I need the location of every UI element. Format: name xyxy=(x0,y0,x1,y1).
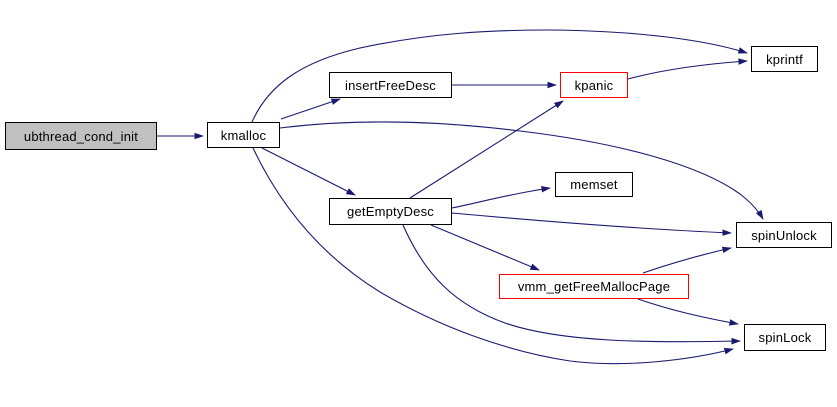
node-kprintf[interactable]: kprintf xyxy=(751,46,818,72)
node-memset[interactable]: memset xyxy=(555,172,633,197)
node-insertFreeDesc[interactable]: insertFreeDesc xyxy=(329,72,452,98)
edge-getEmptyDesc-to-memset xyxy=(451,185,551,209)
node-kmalloc[interactable]: kmalloc xyxy=(207,122,280,148)
edge-vmm_getFreeMallocPage-to-spinUnlock xyxy=(642,246,732,274)
node-kpanic[interactable]: kpanic xyxy=(560,72,628,98)
edge-kmalloc-to-spinUnlock xyxy=(279,121,764,220)
edge-kmalloc-to-spinLock xyxy=(252,147,734,365)
edge-getEmptyDesc-to-spinLock xyxy=(402,224,741,345)
edge-vmm_getFreeMallocPage-to-spinLock xyxy=(637,298,739,326)
edge-getEmptyDesc-to-vmm_getFreeMallocPage xyxy=(430,224,540,271)
node-getEmptyDesc[interactable]: getEmptyDesc xyxy=(329,198,452,225)
edge-kmalloc-to-getEmptyDesc xyxy=(261,147,356,196)
node-vmm_getFreeMallocPage[interactable]: vmm_getFreeMallocPage xyxy=(499,274,689,299)
node-spinUnlock[interactable]: spinUnlock xyxy=(736,222,832,248)
edge-getEmptyDesc-to-kpanic xyxy=(409,100,564,199)
node-spinLock[interactable]: spinLock xyxy=(744,324,826,351)
node-ubthread_cond_init[interactable]: ubthread_cond_init xyxy=(5,122,157,150)
edge-kpanic-to-kprintf xyxy=(627,58,748,80)
edge-getEmptyDesc-to-spinUnlock xyxy=(451,212,732,236)
edge-kmalloc-to-insertFreeDesc xyxy=(280,98,341,120)
edge-kmalloc-to-kprintf xyxy=(251,29,748,123)
